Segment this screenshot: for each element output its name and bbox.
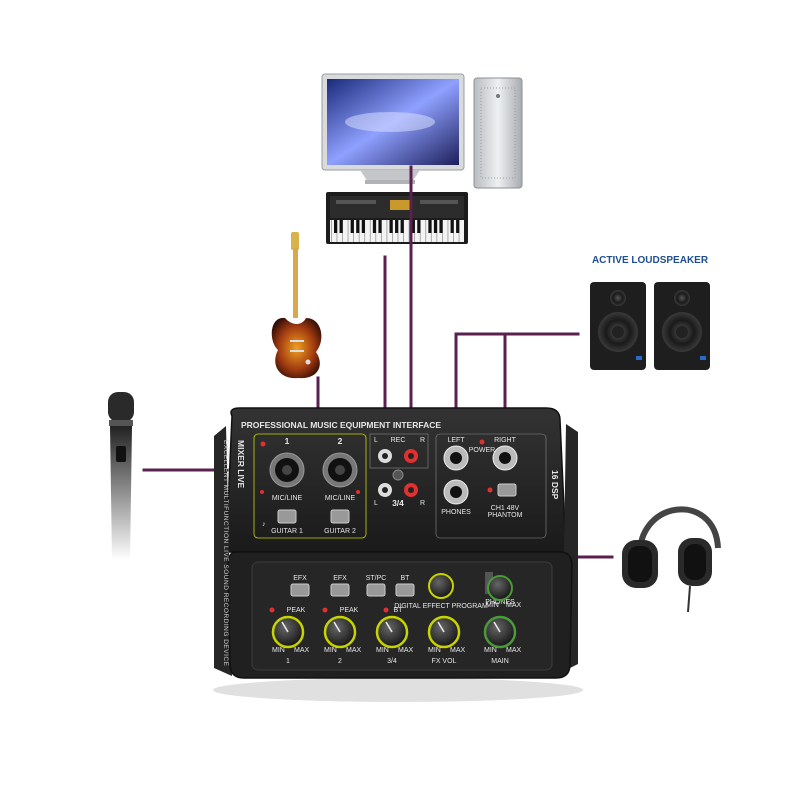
left-output-jack[interactable] xyxy=(443,445,469,471)
xlr-combo-jack-2[interactable] xyxy=(322,452,358,488)
guitar2-button[interactable] xyxy=(330,509,350,524)
studio-monitors-icon xyxy=(590,282,710,370)
phantom-label-1: CH1 48V xyxy=(491,505,520,512)
phones-jack-label: PHONES xyxy=(441,509,471,516)
xlr-combo-jack-1[interactable] xyxy=(269,452,305,488)
bt-led xyxy=(383,607,389,613)
ch34-l-label: L xyxy=(374,500,378,507)
phones-knob-label: PHONES xyxy=(485,599,515,606)
guitar1-button[interactable] xyxy=(277,509,297,524)
rec-r-label: R xyxy=(420,437,425,444)
mic-line-label-1: MIC/LINE xyxy=(272,495,303,502)
front-button-label-4: BT xyxy=(401,575,411,582)
knob-pointer-1 xyxy=(281,621,289,633)
mixer-device: PROFESSIONAL MUSIC EQUIPMENT INTERFACE M… xyxy=(213,407,583,702)
ch1-number: 1 xyxy=(285,436,290,446)
knob-pointer-4 xyxy=(437,621,445,633)
knob-min-label-3: MIN xyxy=(376,647,389,654)
front-button-label-2: EFX xyxy=(333,575,347,582)
knob-max-label-3: MAX xyxy=(398,647,414,654)
ch1-led xyxy=(260,441,266,447)
right-output-jack[interactable] xyxy=(492,445,518,471)
guitar2-label: GUITAR 2 xyxy=(324,528,356,535)
power-label: POWER xyxy=(469,447,495,454)
bt-label: BT xyxy=(394,607,404,614)
knob-max-label-1: MAX xyxy=(294,647,310,654)
knob-min-label-5: MIN xyxy=(484,647,497,654)
knob-pointer-2 xyxy=(333,621,341,633)
rec-l-label: L xyxy=(374,437,378,444)
peak-led-1 xyxy=(269,607,275,613)
phantom-button[interactable] xyxy=(497,483,517,497)
power-led xyxy=(479,439,485,445)
mic-line-label-2: MIC/LINE xyxy=(325,495,356,502)
electric-guitar-icon xyxy=(271,232,322,379)
phones-knob-max-label: MAX xyxy=(506,602,522,609)
knob-label-4: FX VOL xyxy=(432,658,457,665)
knob-max-label-4: MAX xyxy=(450,647,466,654)
guitar-symbol-icon: ♪ xyxy=(262,521,266,528)
knob-pointer-5 xyxy=(493,621,501,633)
front-button-3[interactable] xyxy=(366,583,386,597)
front-button-label-1: EFX xyxy=(293,575,307,582)
knob-max-label-5: MAX xyxy=(506,647,522,654)
front-button-1[interactable] xyxy=(290,583,310,597)
peak-label-2: PEAK xyxy=(340,607,359,614)
peak-label-1: PEAK xyxy=(287,607,306,614)
brand-label: MIXER LIVE xyxy=(236,440,246,489)
knob-label-5: MAIN xyxy=(491,658,509,665)
digital-effect-label: DIGITAL EFFECT PROGRAM xyxy=(394,603,488,610)
phones-knob-min-label: MIN xyxy=(486,602,499,609)
knob-label-2: 2 xyxy=(338,658,342,665)
knob-label-1: 1 xyxy=(286,658,290,665)
phantom-label-2: PHANTOM xyxy=(488,512,523,519)
effect-program-knob[interactable] xyxy=(428,573,454,599)
mixer-header: PROFESSIONAL MUSIC EQUIPMENT INTERFACE xyxy=(241,420,441,430)
ch34-r-label: R xyxy=(420,500,425,507)
phones-knob[interactable] xyxy=(487,575,513,601)
phones-jack[interactable] xyxy=(443,479,469,505)
front-button-label-3: ST/PC xyxy=(366,575,387,582)
rec-label: REC xyxy=(391,437,406,444)
left-out-label: LEFT xyxy=(447,437,465,444)
front-button-2[interactable] xyxy=(330,583,350,597)
ch34-label: 3/4 xyxy=(392,498,404,508)
headphones-icon xyxy=(622,506,721,613)
peak-led-2 xyxy=(322,607,328,613)
speaker-label: ACTIVE LOUDSPEAKER xyxy=(592,255,709,266)
knob-min-label-1: MIN xyxy=(272,647,285,654)
knob-min-label-2: MIN xyxy=(324,647,337,654)
right-out-label: RIGHT xyxy=(494,437,517,444)
keyboard-icon xyxy=(326,192,468,244)
guitar1-label: GUITAR 1 xyxy=(271,528,303,535)
tagline-label: EXCELLENT MULTIFUNCTION LIVE SOUND RECOR… xyxy=(222,440,229,667)
knob-min-label-4: MIN xyxy=(428,647,441,654)
knob-pointer-3 xyxy=(385,621,393,633)
computer-icon xyxy=(321,73,523,189)
front-button-4[interactable] xyxy=(395,583,415,597)
dsp-label: 16 DSP xyxy=(550,470,560,500)
knob-max-label-2: MAX xyxy=(346,647,362,654)
microphone-icon xyxy=(108,392,134,560)
knob-label-3: 3/4 xyxy=(387,658,397,665)
ch2-number: 2 xyxy=(338,436,343,446)
